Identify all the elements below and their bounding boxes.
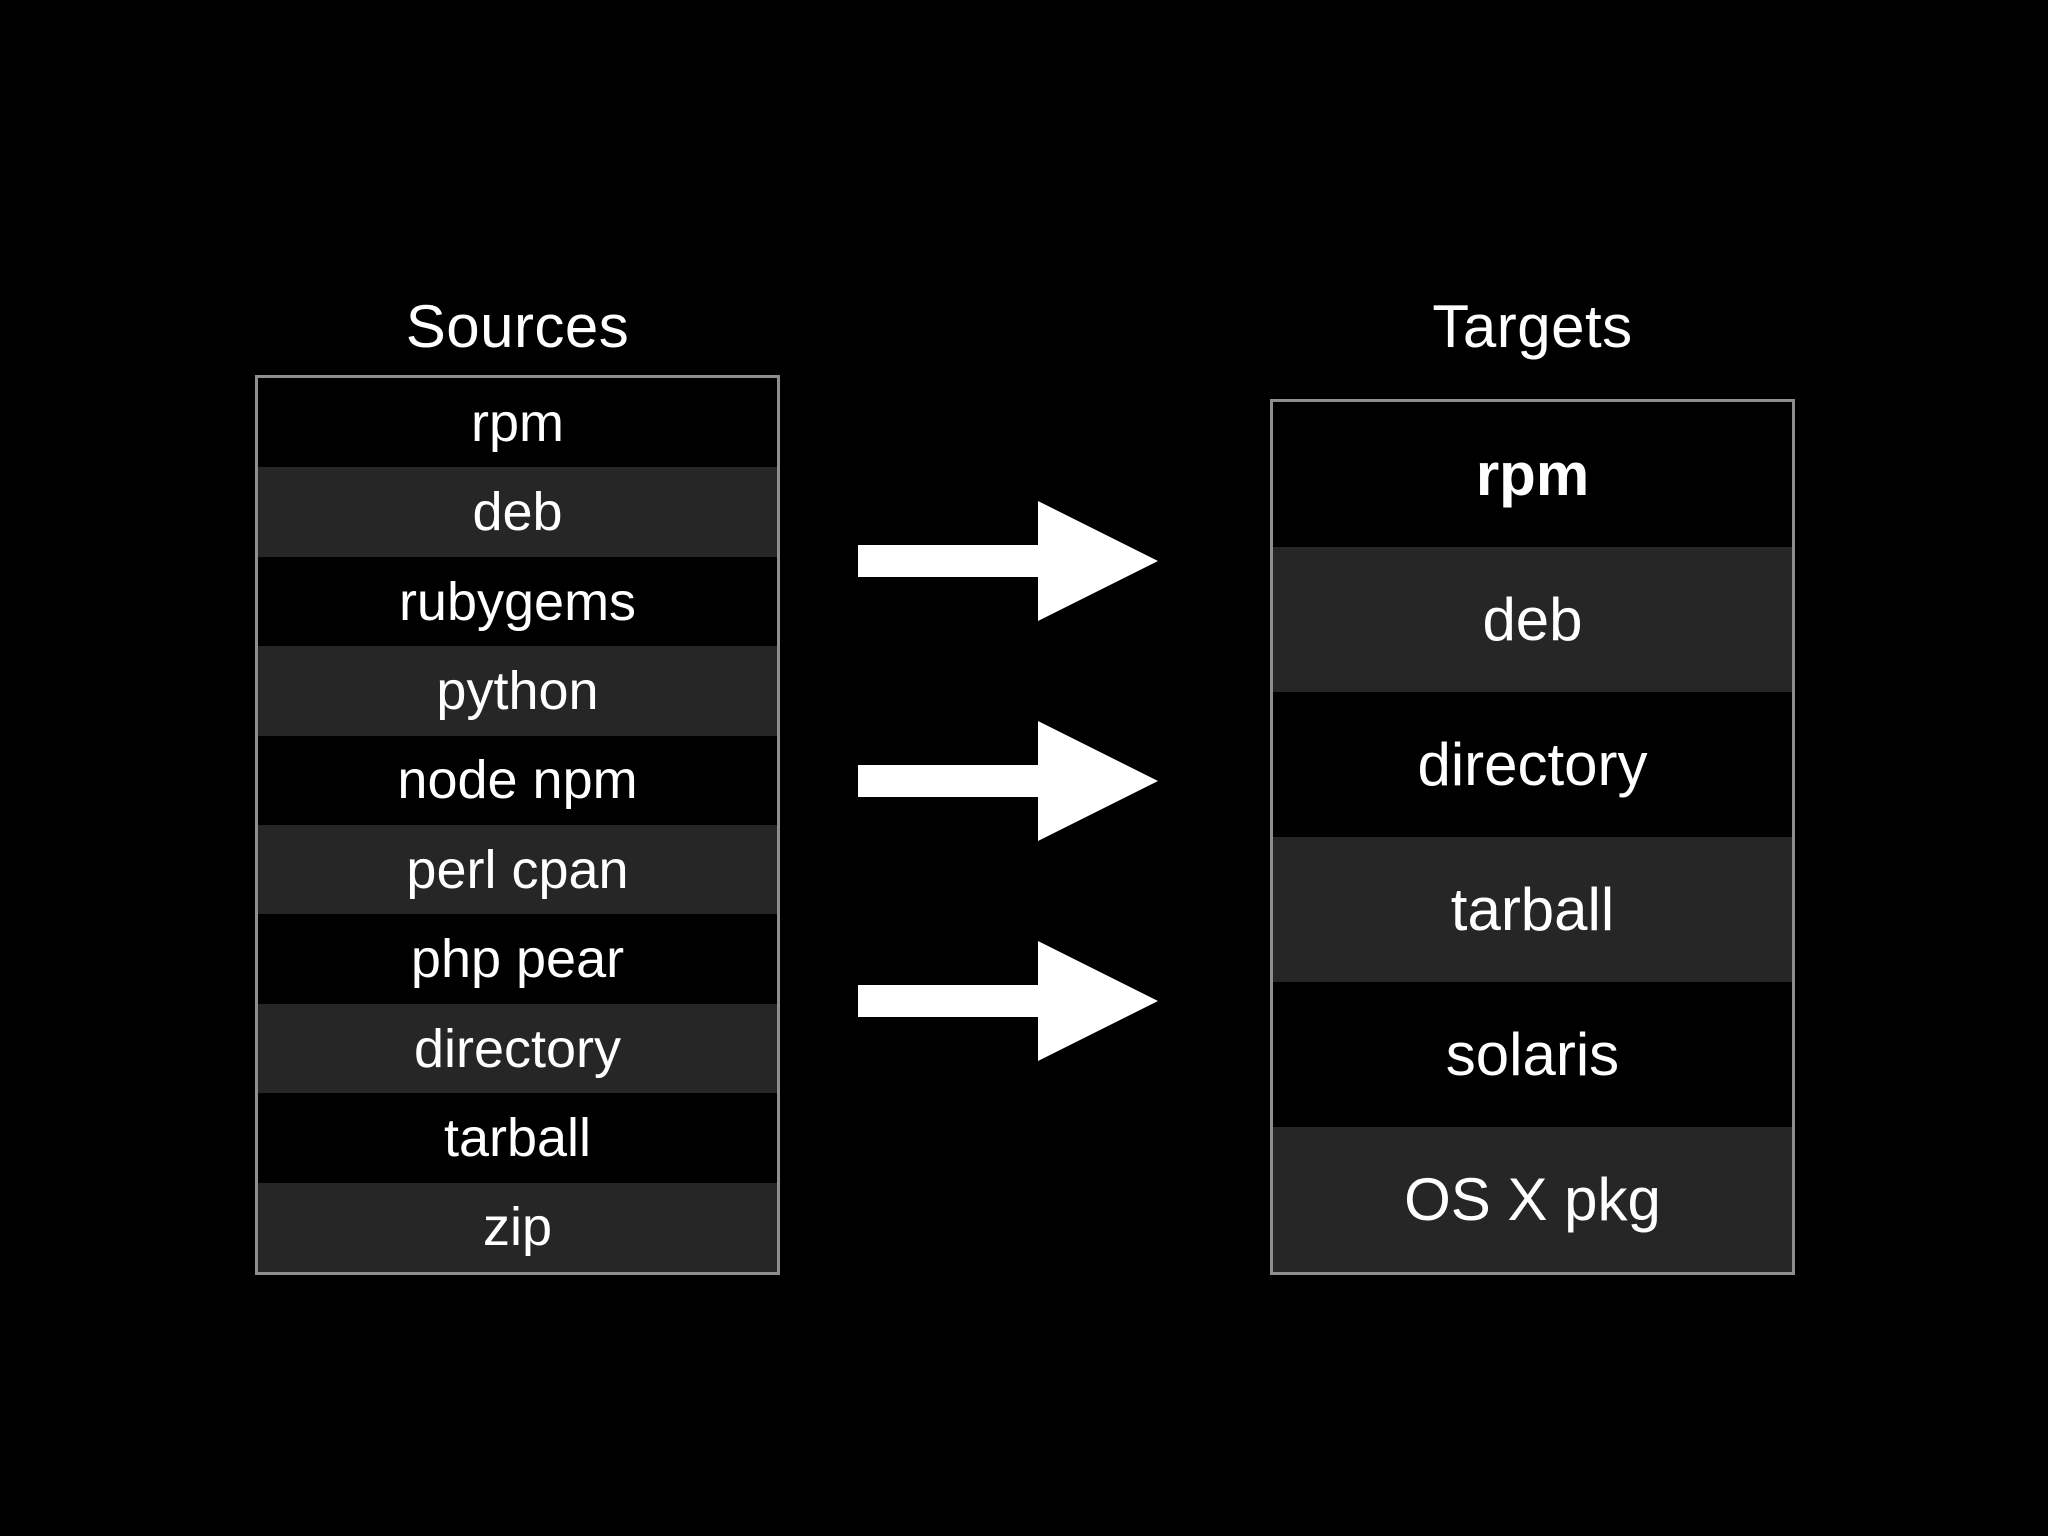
- target-row: directory: [1273, 692, 1792, 837]
- source-row: directory: [258, 1003, 777, 1094]
- arrow-right-icon: [858, 720, 1158, 842]
- source-row: tarball: [258, 1093, 777, 1183]
- sources-table: rpm deb rubygems python node npm perl cp…: [255, 375, 780, 1275]
- target-row: deb: [1273, 547, 1792, 692]
- target-row: rpm: [1273, 402, 1792, 547]
- target-row: tarball: [1273, 837, 1792, 982]
- arrow-right-icon: [858, 500, 1158, 622]
- target-row: OS X pkg: [1273, 1127, 1792, 1272]
- source-row: php pear: [258, 914, 777, 1004]
- source-row: perl cpan: [258, 825, 777, 915]
- source-row: deb: [258, 467, 777, 557]
- sources-title: Sources: [405, 292, 630, 360]
- source-row: rpm: [258, 378, 777, 468]
- source-row: node npm: [258, 735, 777, 826]
- source-row: zip: [258, 1182, 777, 1273]
- target-row: solaris: [1273, 982, 1792, 1127]
- targets-table: rpm deb directory tarball solaris OS X p…: [1270, 399, 1795, 1275]
- source-row: python: [258, 646, 777, 736]
- arrow-right-icon: [858, 940, 1158, 1062]
- targets-title: Targets: [1432, 292, 1633, 360]
- source-row: rubygems: [258, 556, 777, 647]
